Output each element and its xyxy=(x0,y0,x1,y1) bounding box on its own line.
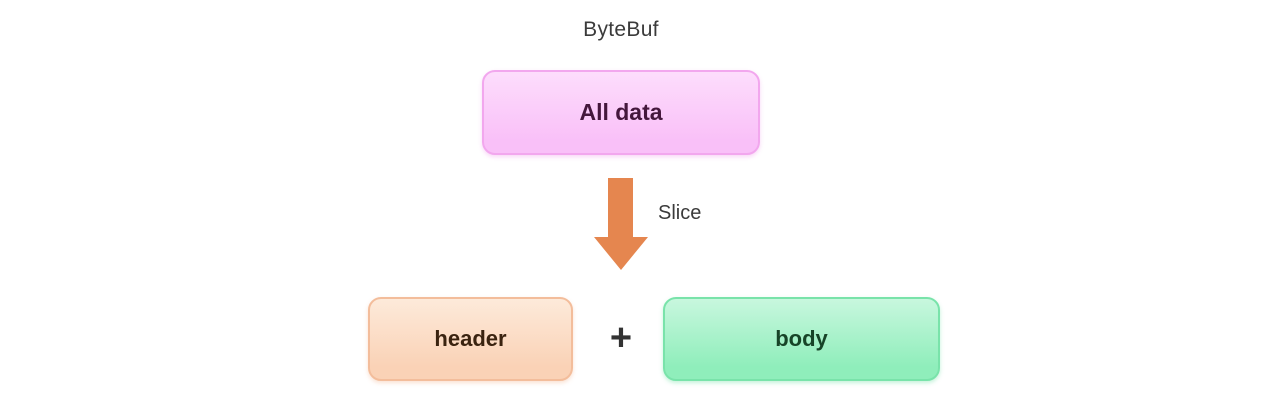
header-label: header xyxy=(434,326,507,351)
all-data-box: All data xyxy=(482,70,760,155)
body-box: body xyxy=(663,297,940,381)
down-arrow-head-icon xyxy=(594,237,648,270)
header-box: header xyxy=(368,297,573,381)
down-arrow-icon xyxy=(608,178,633,238)
body-label: body xyxy=(775,326,828,351)
diagram-title: ByteBuf xyxy=(583,18,659,41)
plus-operator: + xyxy=(609,317,633,359)
slice-arrow-label: Slice xyxy=(658,202,702,224)
all-data-label: All data xyxy=(579,99,663,125)
